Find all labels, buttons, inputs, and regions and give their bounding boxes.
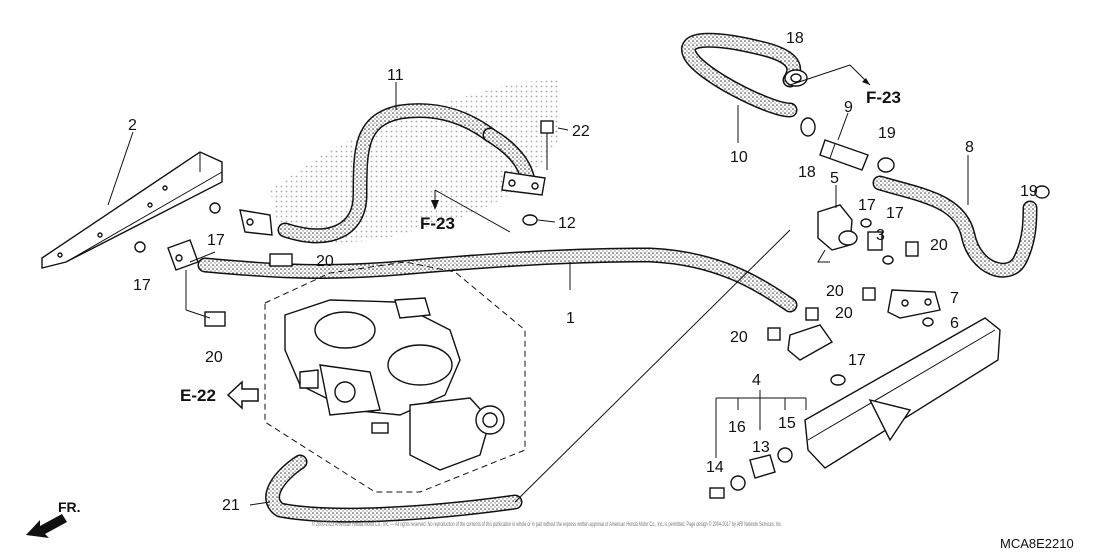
callout-3[interactable]: 3	[876, 227, 885, 244]
callout-19-b[interactable]: 19	[1020, 183, 1038, 200]
callout-18-a[interactable]: 18	[786, 30, 804, 47]
hose-11-right-bracket	[501, 171, 546, 196]
callout-20-a[interactable]: 20	[316, 253, 334, 270]
fitting-3	[867, 231, 883, 251]
hose-11-left-fitting	[239, 209, 273, 236]
ref-f23-top[interactable]: F-23	[866, 88, 901, 107]
bolts-20	[204, 241, 919, 341]
clip-19-mid	[877, 157, 895, 173]
callout-7[interactable]: 7	[950, 290, 959, 307]
callout-20-d[interactable]: 20	[826, 283, 844, 300]
callout-20-c[interactable]: 20	[930, 237, 948, 254]
callout-5[interactable]: 5	[830, 170, 839, 187]
callout-2[interactable]: 2	[128, 117, 137, 134]
parts-4-group	[709, 390, 807, 499]
callout-17-c[interactable]: 17	[858, 197, 876, 214]
clip-18-top	[784, 69, 808, 87]
throttle-body	[284, 297, 505, 471]
callout-15[interactable]: 15	[778, 415, 796, 432]
hose-10	[681, 32, 802, 118]
leader-20-left-b	[185, 309, 211, 319]
callout-11[interactable]: 11	[387, 67, 404, 84]
callout-22[interactable]: 22	[572, 123, 590, 140]
rail-2	[41, 151, 223, 269]
copyright-text: © 2000-2023 American Honda Motor Co., In…	[312, 521, 782, 528]
f23-top-arrow	[789, 64, 871, 86]
callout-10[interactable]: 10	[730, 149, 748, 166]
hose-1	[197, 247, 798, 313]
hose-8	[872, 175, 1038, 278]
callout-4[interactable]: 4	[752, 372, 761, 389]
callout-6[interactable]: 6	[950, 315, 959, 332]
f23-mid-arrow	[431, 189, 511, 233]
callout-12[interactable]: 12	[558, 215, 576, 232]
bracket-7	[887, 289, 941, 319]
callout-8[interactable]: 8	[965, 139, 974, 156]
callout-13[interactable]: 13	[752, 439, 770, 456]
callout-17-a[interactable]: 17	[133, 277, 151, 294]
ref-e22[interactable]: E-22	[180, 386, 216, 405]
hose-21	[265, 454, 523, 523]
washer-12	[522, 214, 538, 226]
regulator-5	[817, 204, 858, 263]
callout-19-a[interactable]: 19	[878, 125, 896, 142]
callout-labels: 1 2 3 4 5 6 7 8 9 10 11 12 13 14 15 16 1…	[128, 30, 1038, 514]
callout-16[interactable]: 16	[728, 419, 746, 436]
callout-18-b[interactable]: 18	[798, 164, 816, 181]
e22-arrow-icon	[226, 380, 259, 410]
pipe-9	[819, 139, 869, 171]
hose-1-right-fitting	[787, 324, 834, 361]
callout-17-d[interactable]: 17	[886, 205, 904, 222]
hose-1-left-fitting	[167, 239, 199, 271]
diagram-code: MCA8E2210	[1000, 536, 1074, 551]
nut-6	[922, 317, 934, 327]
callout-17-e[interactable]: 17	[848, 352, 866, 369]
front-direction-label: FR.	[58, 499, 81, 515]
washers-17	[134, 202, 894, 386]
leader-lines	[107, 82, 969, 506]
leader-hose21-connector	[514, 229, 791, 503]
callout-20-f[interactable]: 20	[730, 329, 748, 346]
callout-17-b[interactable]: 17	[207, 232, 225, 249]
callout-21[interactable]: 21	[222, 497, 240, 514]
engine-shading	[270, 80, 560, 245]
front-arrow-icon	[26, 514, 67, 538]
ref-f23-mid[interactable]: F-23	[420, 214, 455, 233]
callout-9[interactable]: 9	[844, 99, 853, 116]
clip-18-lower	[800, 117, 816, 137]
throttle-body-outline	[264, 261, 526, 493]
callout-14[interactable]: 14	[706, 459, 724, 476]
callout-1[interactable]: 1	[566, 310, 575, 327]
callout-20-b[interactable]: 20	[205, 349, 223, 366]
bolt-22	[540, 120, 554, 170]
callout-20-e[interactable]: 20	[835, 305, 853, 322]
clip-19-right	[1034, 185, 1050, 199]
rail-right	[804, 317, 1001, 469]
